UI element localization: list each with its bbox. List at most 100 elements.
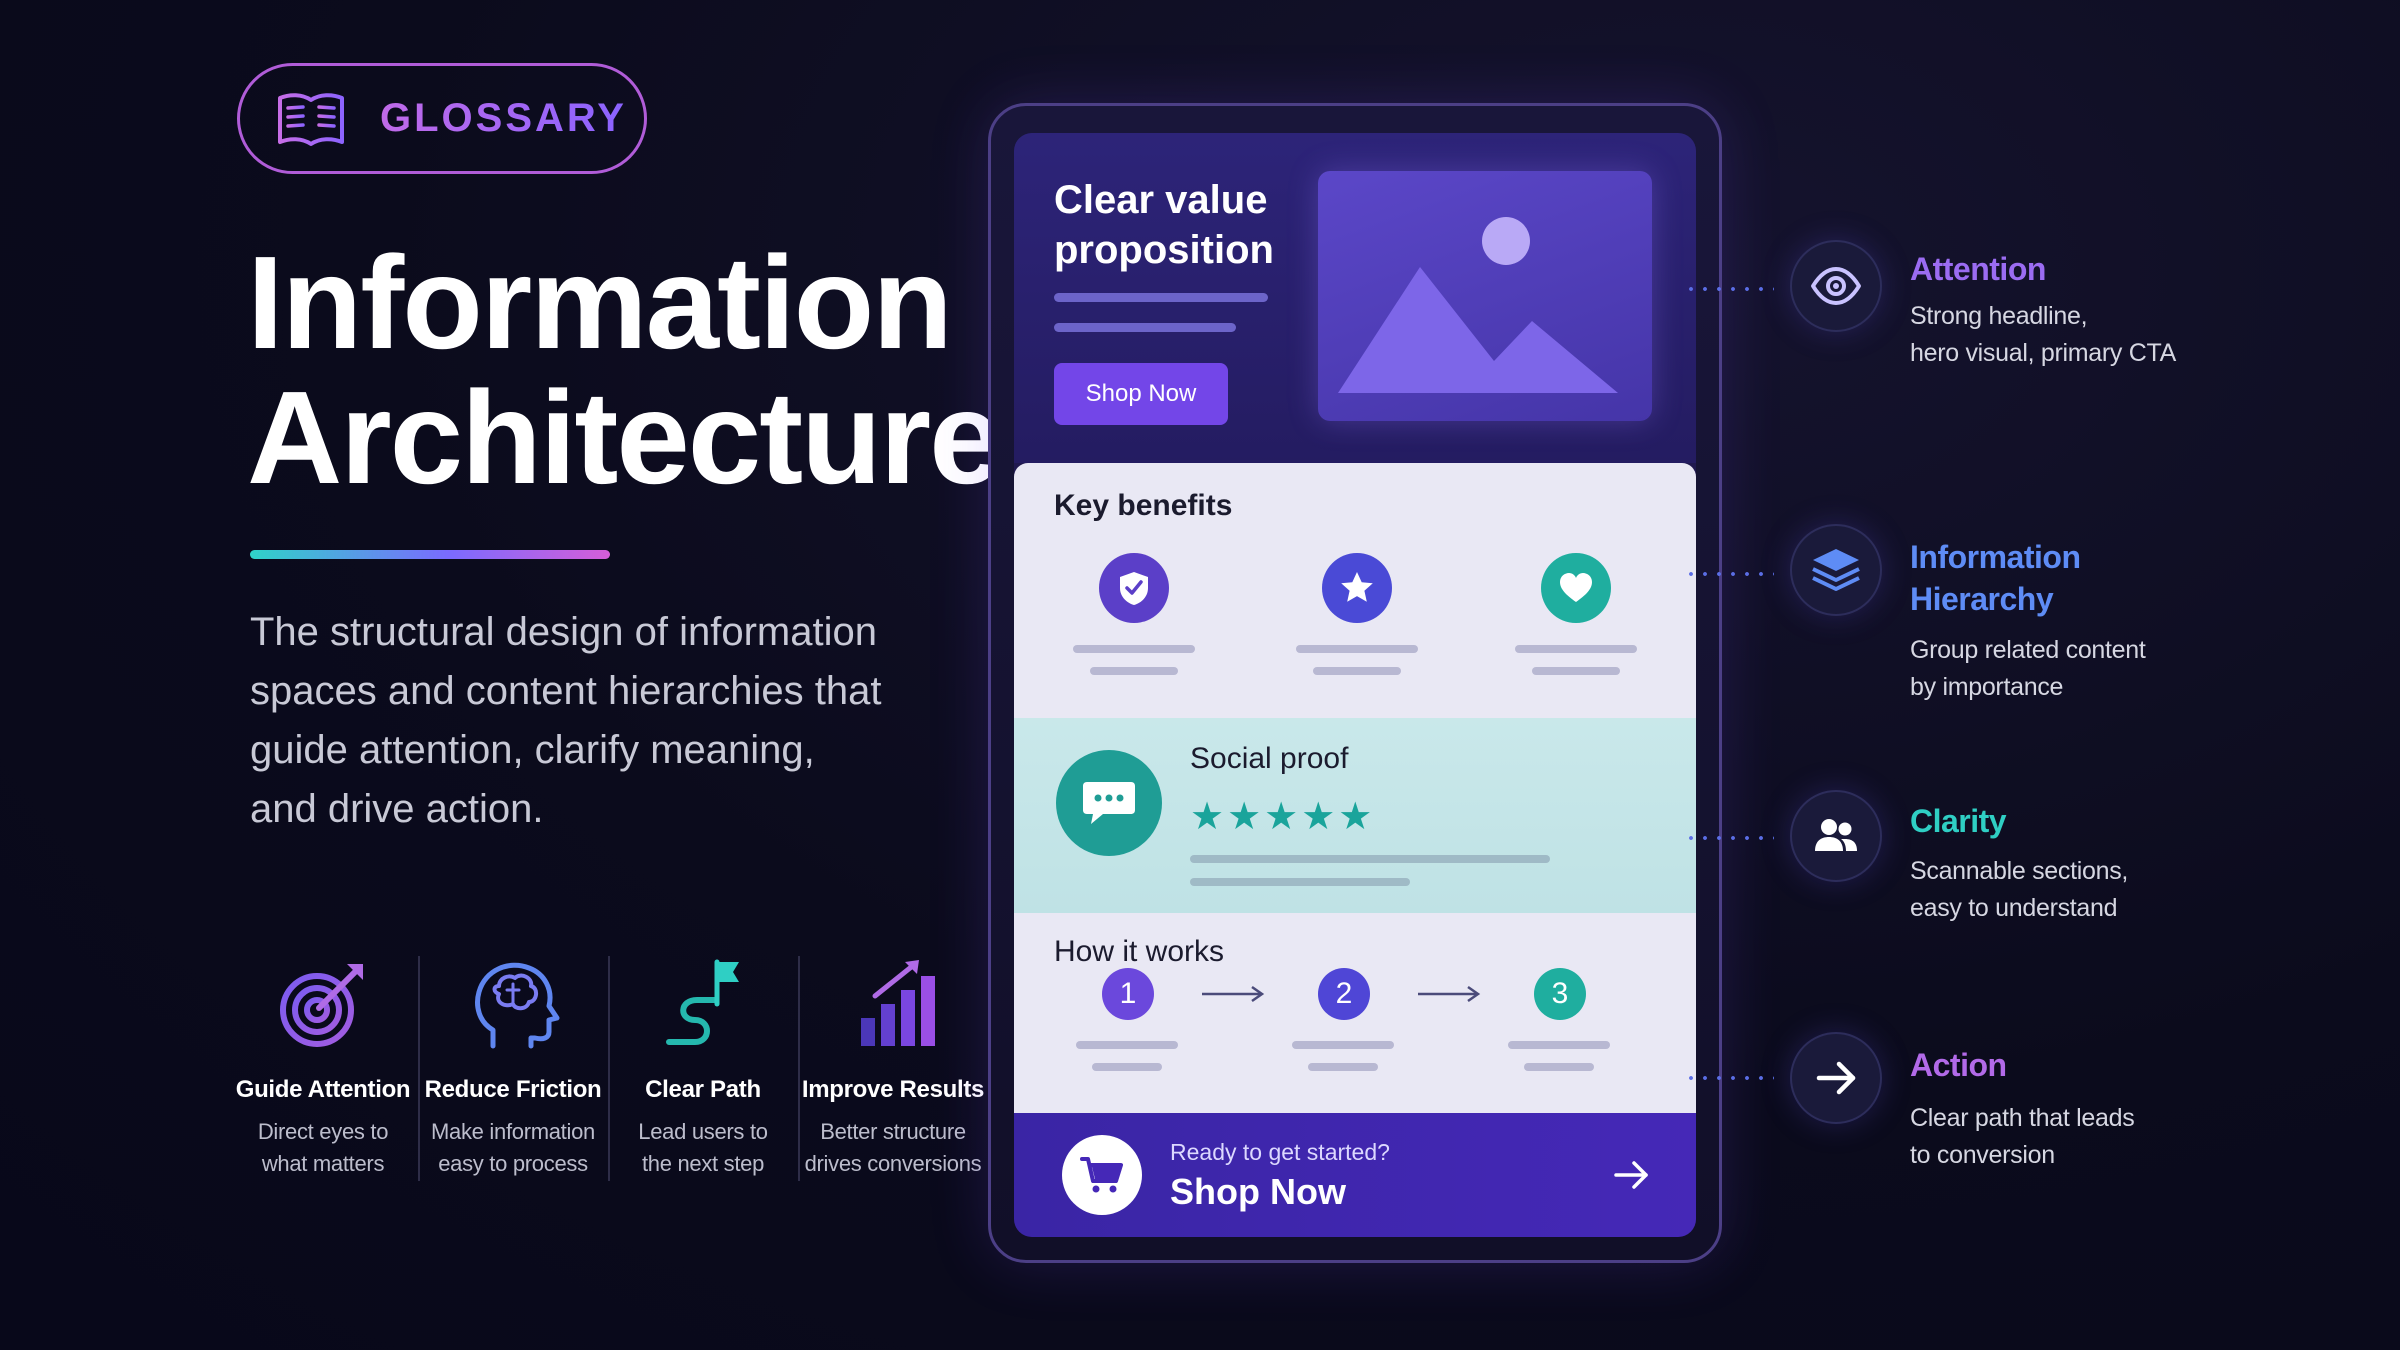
hero-headline: Clear value proposition (1054, 178, 1274, 272)
benefit-guide-attention: Guide Attention Direct eyes to what matt… (228, 950, 418, 1190)
cta-title: Shop Now (1170, 1171, 1346, 1212)
step-text-line (1308, 1063, 1378, 1071)
connector-dots (1684, 836, 1774, 840)
chat-bubble-icon (1056, 750, 1162, 856)
cta-shop-now-button[interactable]: Ready to get started? Shop Now (1014, 1113, 1696, 1237)
eye-icon (1790, 240, 1882, 332)
kb-text-line (1090, 667, 1178, 675)
users-icon (1790, 790, 1882, 882)
step-text-line (1092, 1063, 1162, 1071)
step-1: 1 (1102, 968, 1154, 1020)
social-proof-title: Social proof (1190, 742, 1349, 775)
title-underline (250, 550, 610, 559)
benefits-row: Guide Attention Direct eyes to what matt… (228, 950, 988, 1190)
benefit-desc: Make information easy to process (418, 1116, 608, 1180)
hero-text-line (1054, 293, 1268, 302)
benefit-desc: Direct eyes to what matters (228, 1116, 418, 1180)
rating-stars: ★★★★★ (1190, 796, 1376, 838)
benefit-improve-results: Improve Results Better structure drives … (798, 950, 988, 1190)
annotation-title-line: Hierarchy (1910, 581, 2054, 617)
path-flag-icon (666, 959, 739, 1045)
step-3: 3 (1534, 968, 1586, 1020)
target-icon (280, 964, 363, 1047)
annotation-desc-line: Strong headline, (1910, 302, 2088, 330)
how-it-works-title: How it works (1054, 935, 1225, 968)
benefit-desc-line: Lead users to (638, 1119, 768, 1144)
benefit-desc-line: what matters (261, 1151, 385, 1176)
layers-icon (1790, 524, 1882, 616)
step-2: 2 (1318, 968, 1370, 1020)
book-icon (278, 92, 344, 146)
connector-dots (1684, 572, 1774, 576)
annotation-desc-line: hero visual, primary CTA (1910, 339, 2177, 367)
key-benefits-title: Key benefits (1054, 489, 1233, 522)
benefit-desc: Lead users to the next step (608, 1116, 798, 1180)
connector-dots (1684, 287, 1774, 291)
bar-growth-icon (861, 960, 935, 1046)
cta-subtitle: Ready to get started? (1170, 1139, 1390, 1165)
benefit-desc-line: the next step (641, 1151, 765, 1176)
annotation-desc: Clear path that leads to conversion (1910, 1100, 2135, 1174)
step-text-line (1508, 1041, 1610, 1049)
annotation-desc-line: Scannable sections, (1910, 857, 2129, 885)
kb-text-line (1073, 645, 1195, 653)
key-benefit-item (1069, 553, 1199, 675)
glossary-label: GLOSSARY (380, 96, 627, 140)
star-icon (1322, 553, 1392, 623)
benefit-desc: Better structure drives conversions (798, 1116, 988, 1180)
step-text-line (1292, 1041, 1394, 1049)
social-proof-section: Social proof ★★★★★ (1014, 718, 1696, 913)
image-placeholder-icon (1338, 217, 1618, 393)
hero-text-line (1054, 323, 1236, 332)
kb-text-line (1532, 667, 1620, 675)
benefit-title: Reduce Friction (424, 1076, 602, 1103)
sp-text-line (1190, 878, 1410, 886)
benefit-title: Clear Path (645, 1076, 761, 1103)
heart-icon (1541, 553, 1611, 623)
hero-image (1318, 171, 1652, 421)
annotation-title: Clarity (1910, 803, 2007, 839)
annotation-desc: Strong headline, hero visual, primary CT… (1910, 298, 2176, 372)
benefit-title: Improve Results (801, 1076, 985, 1103)
connector-dots (1684, 1076, 1774, 1080)
benefit-desc-line: Direct eyes to (257, 1119, 389, 1144)
head-brain-icon (475, 962, 560, 1049)
annotation-desc: Scannable sections, easy to understand (1910, 853, 2128, 927)
key-benefit-item (1511, 553, 1641, 675)
benefit-reduce-friction: Reduce Friction Make information easy to… (418, 950, 608, 1190)
benefit-desc-line: drives conversions (804, 1151, 982, 1176)
step-text-line (1076, 1041, 1178, 1049)
title-line-2: Architecture (247, 364, 1003, 511)
annotation-title-line: Information (1910, 539, 2081, 575)
annotation-desc-line: Group related content (1910, 636, 2146, 664)
key-benefits-section: Key benefits (1014, 463, 1696, 718)
annotation-desc: Group related content by importance (1910, 632, 2146, 706)
glossary-badge: GLOSSARY (237, 63, 647, 174)
how-it-works-section: How it works 1 2 3 (1014, 913, 1696, 1113)
hero-shop-now-button[interactable]: Shop Now (1054, 363, 1228, 425)
annotation-desc-line: to conversion (1910, 1141, 2055, 1169)
step-text-line (1524, 1063, 1594, 1071)
kb-text-line (1515, 645, 1637, 653)
annotation-desc-line: easy to understand (1910, 894, 2118, 922)
benefit-clear-path: Clear Path Lead users to the next step (608, 950, 798, 1190)
benefit-desc-line: Better structure (820, 1119, 966, 1144)
cart-icon (1062, 1135, 1142, 1215)
annotation-title: Attention (1910, 251, 2046, 287)
benefit-title: Guide Attention (235, 1076, 411, 1103)
shield-check-icon (1099, 553, 1169, 623)
arrow-right-icon (1202, 985, 1265, 1003)
benefit-desc-line: easy to process (438, 1151, 588, 1176)
arrow-right-icon (1418, 985, 1481, 1003)
annotation-desc-line: Clear path that leads (1910, 1104, 2135, 1132)
kb-text-line (1296, 645, 1418, 653)
key-benefit-item (1292, 553, 1422, 675)
arrow-right-icon (1790, 1032, 1882, 1124)
arrow-right-icon (1614, 1161, 1648, 1189)
page-title: Information Architecture (247, 235, 1027, 505)
kb-text-line (1313, 667, 1401, 675)
benefit-desc-line: Make information (431, 1119, 595, 1144)
annotation-desc-line: by importance (1910, 673, 2064, 701)
description: The structural design of information spa… (250, 610, 882, 831)
